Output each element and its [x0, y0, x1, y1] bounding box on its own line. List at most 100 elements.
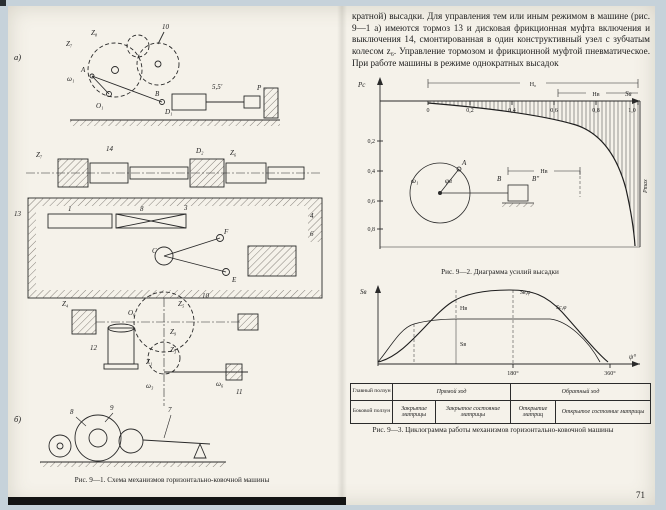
label-13: 13	[14, 210, 22, 218]
label-pc: Pс	[357, 81, 366, 89]
curve-main-slide	[377, 289, 609, 363]
row-header-side-slide: Боковой ползун	[350, 400, 393, 425]
row-header-main-slide: Главный ползун	[350, 383, 393, 402]
figure-9-3-caption: Рис. 9—3. Циклограмма работы механизмов …	[372, 426, 614, 435]
axis-label-psi: ψ°	[629, 353, 636, 361]
fig1-gear-train	[71, 291, 259, 406]
label-10b: 10	[202, 292, 210, 300]
label-F: F	[223, 228, 229, 236]
label-14: 14	[106, 145, 114, 153]
xtick-02: 0,2	[466, 108, 474, 114]
fig1-part-b-mechanism	[40, 412, 226, 467]
label-h0: H₀	[530, 82, 536, 88]
label-10a: 10	[162, 23, 170, 31]
label-6: 6	[310, 230, 314, 238]
label-D1: D₁	[164, 108, 173, 116]
fig3-curves	[377, 289, 609, 363]
inset-label-hv: Hв	[540, 169, 547, 175]
fig1-part-a-mechanism	[70, 31, 280, 126]
label-O1: O₁	[96, 102, 104, 110]
fig1-labels: а) Z₇ Z₈ 10 ω₁ A O₁ B D₁ 5,5' P Z₇ 14 D₂…	[14, 23, 314, 424]
ytick-04: 0,4	[368, 169, 376, 175]
label-w3: ω₃	[146, 382, 154, 390]
label-z7a: Z₇	[66, 40, 73, 48]
label-P: P	[256, 84, 262, 92]
cyclogram-row-main-slide: Главный ползун Прямой ход Обратный ход	[350, 383, 652, 402]
label-D2: D₂	[195, 147, 204, 155]
cell-return-stroke: Обратный ход	[509, 383, 652, 402]
fig3-labels: Sв Sв,φ Sс,φ Hв Sв 180° 360° ψ°	[360, 288, 636, 377]
label-z3: Z₃	[170, 346, 177, 354]
inset-label-B2: B″	[532, 175, 539, 183]
inset-label-w1: ω₁	[411, 177, 418, 185]
label-w6: ω₆	[216, 380, 224, 388]
cell-die-open: Открытое состояние матрицы	[554, 400, 652, 425]
cell-die-closing: Закрытие матрицы	[392, 400, 436, 425]
inset-label-phi: φв	[445, 177, 452, 185]
fig2-axes	[377, 77, 641, 250]
label-C: C	[152, 247, 157, 255]
cyclogram-table: Главный ползун Прямой ход Обратный ход Б…	[350, 383, 652, 425]
fig2-hatched-area	[428, 101, 640, 247]
label-z7b: Z₇	[36, 151, 43, 159]
label-w1: ω₁	[67, 75, 74, 83]
fig1-upper-shaft	[26, 158, 320, 188]
cell-die-opening: Открытие матриц	[510, 400, 556, 425]
inset-label-A: A	[461, 159, 467, 167]
label-hv-top: Hв	[592, 92, 599, 98]
label-4: 4	[310, 212, 314, 220]
fig2-force-curve	[427, 102, 636, 247]
label-pmax: Pmax	[643, 179, 648, 194]
cyclogram-row-side-slide: Боковой ползун Закрытие матрицы Закрытое…	[350, 400, 652, 425]
book-spread-scan: а) Z₇ Z₈ 10 ω₁ A O₁ B D₁ 5,5' P Z₇ 14 D₂…	[8, 6, 655, 505]
figure-9-2-caption: Рис. 9—2. Диаграмма усилий высадки	[441, 268, 559, 277]
curve2-label: Sс,φ	[556, 305, 567, 311]
axis-label-sb: Sв	[360, 288, 367, 296]
label-b7: 7	[168, 406, 172, 414]
label-1: 1	[68, 205, 72, 213]
body-paragraph: кратной) высадки. Для управления тем или…	[352, 11, 650, 68]
fig2-crank-inset	[409, 163, 581, 224]
figure-9-2-force-diagram: Pс Sв H₀ Hв 0 0,2 0,4 0,6 0,8 1,0 0,2 0,…	[357, 77, 649, 250]
left-page: а) Z₇ Z₈ 10 ω₁ A O₁ B D₁ 5,5' P Z₇ 14 D₂…	[12, 10, 336, 502]
figure-9-3-cyclogram: Sв Sв,φ Sс,φ Hв Sв 180° 360° ψ°	[360, 285, 640, 377]
label-11: 11	[236, 388, 242, 396]
cell-die-closed: Закрытое состояние матрицы	[435, 400, 511, 425]
label-z5: Z₅	[178, 300, 185, 308]
label-b8: 8	[70, 408, 74, 416]
label-8: 8	[140, 205, 144, 213]
inset-label-B: B	[497, 175, 502, 183]
ytick-02: 0,2	[368, 139, 376, 145]
part-b-label: б)	[14, 414, 21, 424]
label-55: 5,5'	[212, 83, 223, 91]
ytick-06: 0,6	[368, 199, 376, 205]
xtick-10: 1,0	[628, 108, 636, 114]
page-number: 71	[636, 490, 645, 500]
xtick-180: 180°	[507, 370, 519, 377]
xtick-360: 360°	[604, 370, 616, 377]
figure-9-1-schematic: а) Z₇ Z₈ 10 ω₁ A O₁ B D₁ 5,5' P Z₇ 14 D₂…	[14, 23, 323, 467]
curve1-label: Sв,φ	[520, 290, 531, 296]
label-z4: Z₄	[62, 300, 69, 308]
xtick-0: 0	[427, 108, 430, 114]
label-3: 3	[183, 204, 188, 212]
scan-edge-shadow	[8, 497, 346, 505]
label-z8: Z₈	[91, 29, 98, 37]
scan-artifact	[0, 0, 6, 6]
figure-9-1-caption: Рис. 9—1. Схема механизмов горизонтально…	[74, 476, 270, 484]
label-A: A	[80, 66, 86, 74]
fig3-axes	[375, 285, 640, 369]
label-E: E	[231, 276, 237, 284]
label-z1: Z₁	[146, 358, 152, 366]
part-a-label: а)	[14, 52, 21, 62]
label-sb-mid: Sв	[460, 342, 466, 348]
label-z9: Z₉	[170, 328, 177, 336]
page-gutter	[337, 6, 347, 505]
fig1-machine-body	[27, 197, 323, 299]
curve-side-slide	[377, 318, 601, 363]
label-sb: Sв	[625, 90, 632, 98]
cell-forward-stroke: Прямой ход	[392, 383, 511, 402]
right-page: кратной) высадки. Для управления тем или…	[348, 6, 652, 505]
xtick-08: 0,8	[592, 108, 600, 114]
xtick-04: 0,4	[508, 108, 516, 114]
